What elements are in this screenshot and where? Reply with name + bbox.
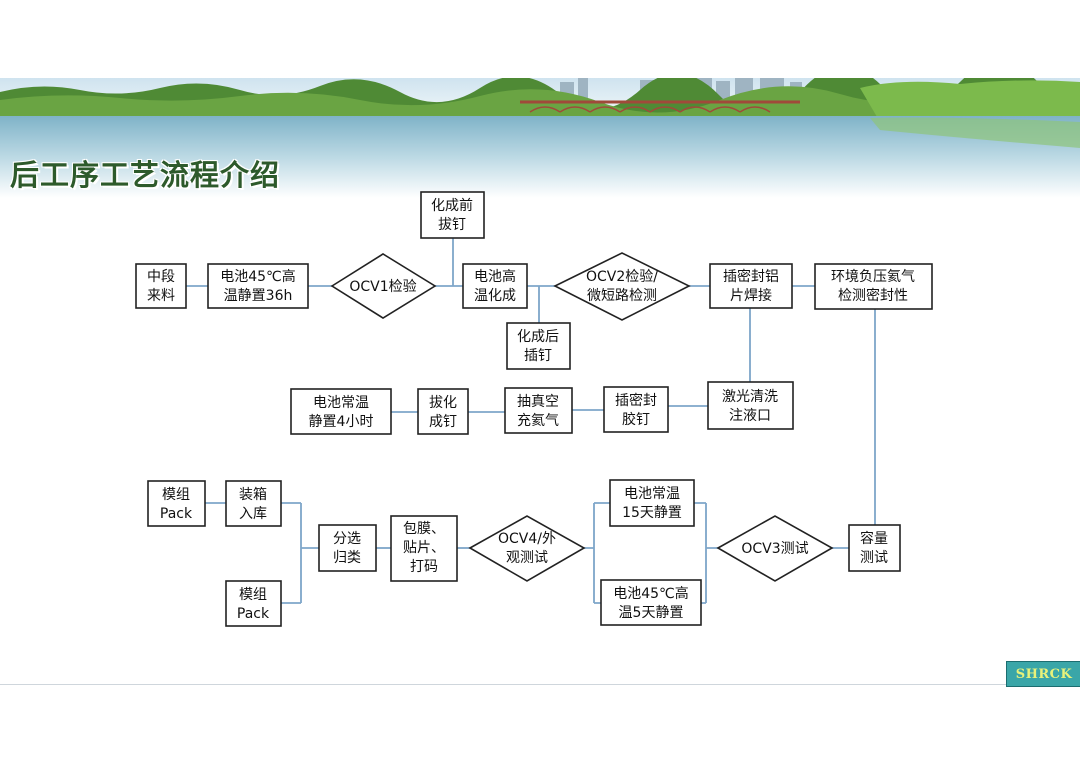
svg-text:OCV3测试: OCV3测试 xyxy=(741,541,808,557)
svg-text:抽真空: 抽真空 xyxy=(517,394,559,410)
node-remove-formation-pin: 拔化 成钉 xyxy=(417,388,469,435)
svg-text:OCV2检验/: OCV2检验/ xyxy=(586,269,658,285)
node-ocv1-check: OCV1检验 xyxy=(330,253,437,319)
svg-text:拔化: 拔化 xyxy=(429,395,457,411)
svg-text:胶钉: 胶钉 xyxy=(622,411,650,428)
node-room-temp-aging-15d: 电池常温 15天静置 xyxy=(609,479,695,527)
footer-divider xyxy=(0,684,1080,685)
node-insert-seal-rubber-pin: 插密封 胶钉 xyxy=(603,386,669,433)
connector-lines xyxy=(186,238,876,604)
svg-text:化成后: 化成后 xyxy=(517,329,559,345)
svg-text:观测试: 观测试 xyxy=(506,550,548,566)
svg-text:温静置36h: 温静置36h xyxy=(224,288,293,304)
svg-text:温5天静置: 温5天静置 xyxy=(619,605,684,621)
svg-text:分选: 分选 xyxy=(333,531,361,547)
svg-text:模组: 模组 xyxy=(239,587,267,603)
svg-text:电池常温: 电池常温 xyxy=(624,486,680,502)
svg-text:Pack: Pack xyxy=(237,606,270,622)
node-ocv2-short-circuit-check: OCV2检验/ 微短路检测 xyxy=(553,252,691,321)
company-logo: SHRCK xyxy=(1006,661,1080,687)
svg-text:插钉: 插钉 xyxy=(524,348,552,364)
svg-text:插密封铝: 插密封铝 xyxy=(723,268,779,285)
svg-text:归类: 归类 xyxy=(333,549,361,566)
svg-text:激光清洗: 激光清洗 xyxy=(722,388,778,405)
svg-text:电池45℃高: 电池45℃高 xyxy=(613,585,689,602)
svg-text:中段: 中段 xyxy=(147,269,175,285)
node-high-temp-aging-36h: 电池45℃高 温静置36h xyxy=(207,263,309,309)
svg-text:片焊接: 片焊接 xyxy=(730,287,772,304)
node-post-formation-pin-insert: 化成后 插钉 xyxy=(506,322,571,370)
svg-text:电池常温: 电池常温 xyxy=(313,395,369,411)
node-midsection-incoming: 中段 来料 xyxy=(135,263,187,309)
svg-text:电池高: 电池高 xyxy=(474,268,516,285)
node-helium-leak-test: 环境负压氦气 检测密封性 xyxy=(814,263,933,310)
svg-text:温化成: 温化成 xyxy=(474,288,516,304)
node-laser-clean-fill-port: 激光清洗 注液口 xyxy=(707,381,794,430)
node-high-temp-formation: 电池高 温化成 xyxy=(462,263,528,309)
svg-text:注液口: 注液口 xyxy=(729,408,771,424)
node-sorting-grading: 分选 归类 xyxy=(318,524,377,572)
landscape-banner xyxy=(0,78,1080,198)
svg-text:插密封: 插密封 xyxy=(615,392,657,409)
node-ocv3-test: OCV3测试 xyxy=(716,515,834,582)
node-module-pack-1: 模组 Pack xyxy=(147,480,206,527)
svg-text:装箱: 装箱 xyxy=(239,487,267,503)
svg-text:贴片、: 贴片、 xyxy=(403,540,445,556)
svg-text:包膜、: 包膜、 xyxy=(403,521,445,537)
svg-text:微短路检测: 微短路检测 xyxy=(587,288,657,304)
svg-text:15天静置: 15天静置 xyxy=(622,505,682,521)
svg-text:模组: 模组 xyxy=(162,487,190,503)
svg-text:来料: 来料 xyxy=(147,288,175,304)
svg-text:检测密封性: 检测密封性 xyxy=(838,287,908,304)
svg-text:静置4小时: 静置4小时 xyxy=(309,414,374,430)
node-pre-formation-pin-removal: 化成前 拔钉 xyxy=(420,191,485,239)
slide-title: 后工序工艺流程介绍 xyxy=(10,158,281,192)
node-seal-aluminum-welding: 插密封铝 片焊接 xyxy=(709,263,793,309)
svg-text:测试: 测试 xyxy=(860,550,888,566)
svg-text:入库: 入库 xyxy=(239,506,267,522)
svg-text:容量: 容量 xyxy=(860,530,888,547)
node-capacity-test: 容量 测试 xyxy=(848,524,901,572)
svg-text:化成前: 化成前 xyxy=(431,197,473,214)
node-wrap-label-code: 包膜、 贴片、 打码 xyxy=(390,515,458,582)
svg-text:OCV1检验: OCV1检验 xyxy=(349,279,416,295)
svg-text:充氦气: 充氦气 xyxy=(517,413,559,429)
node-packing-warehouse: 装箱 入库 xyxy=(225,480,282,527)
node-module-pack-2: 模组 Pack xyxy=(225,580,282,627)
svg-text:电池45℃高: 电池45℃高 xyxy=(220,268,296,285)
node-room-temp-aging-4h: 电池常温 静置4小时 xyxy=(290,388,392,435)
node-high-temp-aging-5d: 电池45℃高 温5天静置 xyxy=(600,579,702,626)
node-ocv4-visual-test: OCV4/外 观测试 xyxy=(468,515,586,582)
svg-text:拔钉: 拔钉 xyxy=(438,217,466,233)
svg-text:打码: 打码 xyxy=(410,558,438,575)
svg-text:成钉: 成钉 xyxy=(429,414,457,430)
node-vacuum-helium-fill: 抽真空 充氦气 xyxy=(504,387,573,434)
svg-text:OCV4/外: OCV4/外 xyxy=(498,531,556,547)
svg-text:Pack: Pack xyxy=(160,506,193,522)
svg-text:环境负压氦气: 环境负压氦气 xyxy=(831,269,915,285)
